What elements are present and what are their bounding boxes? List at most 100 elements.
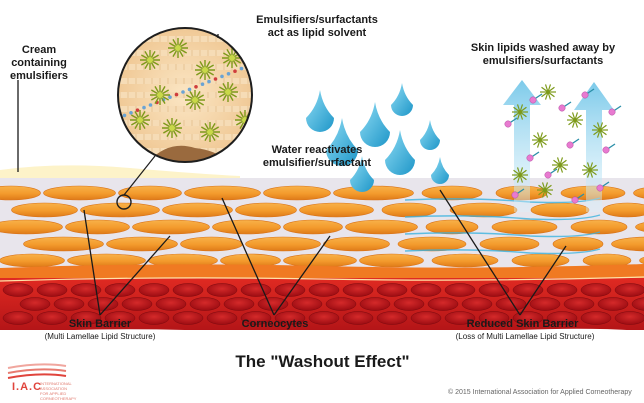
dermis-cell — [427, 297, 459, 311]
water-drop — [306, 90, 334, 132]
dermis-cell — [461, 297, 493, 311]
corneocyte — [491, 219, 558, 235]
corneocyte — [11, 202, 78, 218]
washed-micelle — [532, 132, 548, 148]
corneocyte — [65, 219, 130, 235]
dermis-cell — [444, 283, 476, 297]
lipid-lamella — [118, 134, 252, 140]
corneocyte — [162, 202, 233, 218]
logo-text: I.A.C — [12, 381, 43, 393]
dermis-cell — [529, 297, 561, 311]
dermis-cell — [393, 297, 425, 311]
washed-micelle — [512, 167, 528, 183]
dermis-cell — [104, 311, 136, 325]
dermis-cell — [70, 283, 102, 297]
washed-micelle — [552, 157, 568, 173]
corneocyte — [212, 219, 281, 235]
water-drop — [391, 83, 413, 116]
dermis-cell — [444, 311, 476, 325]
dermis-cell — [308, 283, 340, 297]
lipid-lamella — [118, 36, 252, 42]
corneocyte — [449, 202, 518, 218]
corneocyte — [235, 202, 297, 218]
label-emulsifiers: Emulsifiers/surfactants act as lipid sol… — [256, 14, 378, 39]
dermis-cell — [36, 311, 68, 325]
lipid-molecule — [511, 191, 519, 199]
dermis-cell — [274, 311, 306, 325]
dermis-cell — [478, 311, 510, 325]
copyright: © 2015 International Association for App… — [448, 389, 632, 396]
washout-arrows — [503, 80, 614, 212]
dermis-cell — [223, 297, 255, 311]
corneocyte — [118, 185, 182, 201]
corneocyte — [639, 257, 644, 264]
label-water: Water reactivates emulsifier/surfactant — [262, 144, 372, 169]
dermis-cell — [291, 297, 323, 311]
lipid-molecule — [504, 120, 512, 128]
dermis-cell — [614, 283, 644, 297]
logo-tagline: INTERNATIONAL ASSOCIATION FOR APPLIED CO… — [40, 381, 77, 401]
dermis-cell — [172, 311, 204, 325]
dermis-cell — [70, 311, 102, 325]
corneocyte — [323, 236, 390, 252]
water-drop — [350, 156, 374, 192]
dermis-cell — [2, 311, 34, 325]
dermis-cell — [580, 283, 612, 297]
corneocyte — [479, 236, 540, 252]
corneocyte — [633, 187, 644, 199]
water-drop — [326, 118, 358, 166]
lipid-lamella — [118, 106, 252, 112]
corneocyte — [530, 202, 590, 218]
lipid-molecule — [608, 108, 616, 116]
corneocyte — [283, 253, 357, 268]
micelle — [140, 50, 160, 70]
water-drop — [385, 130, 415, 175]
corneocyte — [431, 253, 499, 268]
dermis-cell — [325, 297, 357, 311]
corneocyte — [180, 236, 243, 252]
lipid-molecule — [566, 141, 574, 149]
diagram-title: The "Washout Effect" — [235, 352, 410, 371]
dermis-cell — [274, 283, 306, 297]
dermis-cell — [563, 297, 595, 311]
label-skin-barrier: Skin Barrier — [68, 318, 132, 330]
lipid-lamella — [118, 92, 252, 98]
corneocyte — [43, 185, 116, 201]
corneocyte — [0, 253, 65, 268]
dermis-cells — [2, 283, 644, 325]
water-drops — [306, 83, 449, 192]
dermis-cell — [19, 297, 51, 311]
corneocyte — [359, 253, 424, 268]
lipid-molecule — [571, 196, 579, 204]
dermis-cell — [87, 297, 119, 311]
water-seep-line — [404, 248, 601, 255]
water-seep-line — [404, 231, 601, 238]
lipid-molecule — [544, 171, 552, 179]
label-corneocytes: Corneocytes — [241, 318, 309, 330]
lipid-molecule — [602, 146, 610, 154]
water-drop — [420, 120, 440, 150]
micelle — [130, 110, 150, 130]
dermis-cell — [155, 297, 187, 311]
dermis-cell — [342, 283, 374, 297]
dermis-cell — [240, 283, 272, 297]
micelle — [162, 118, 182, 138]
dermis-cell — [410, 283, 442, 297]
lipid-lamella — [118, 50, 252, 56]
dermis-cell — [189, 297, 221, 311]
corneocyte — [23, 236, 104, 252]
dermis-cell — [53, 297, 85, 311]
dermis-cell — [240, 311, 272, 325]
pointer-lines — [17, 34, 567, 316]
dermis-cell — [138, 283, 170, 297]
corneocyte — [511, 253, 570, 268]
micelle — [150, 85, 170, 105]
dermis-cell — [614, 311, 644, 325]
label-skin-barrier-sub: (Multi Lamellae Lipid Structure) — [44, 332, 156, 341]
washed-lipids — [504, 84, 622, 204]
lipid-molecule — [529, 96, 537, 104]
lipid-lamella — [118, 64, 252, 70]
dermis-cell — [376, 311, 408, 325]
